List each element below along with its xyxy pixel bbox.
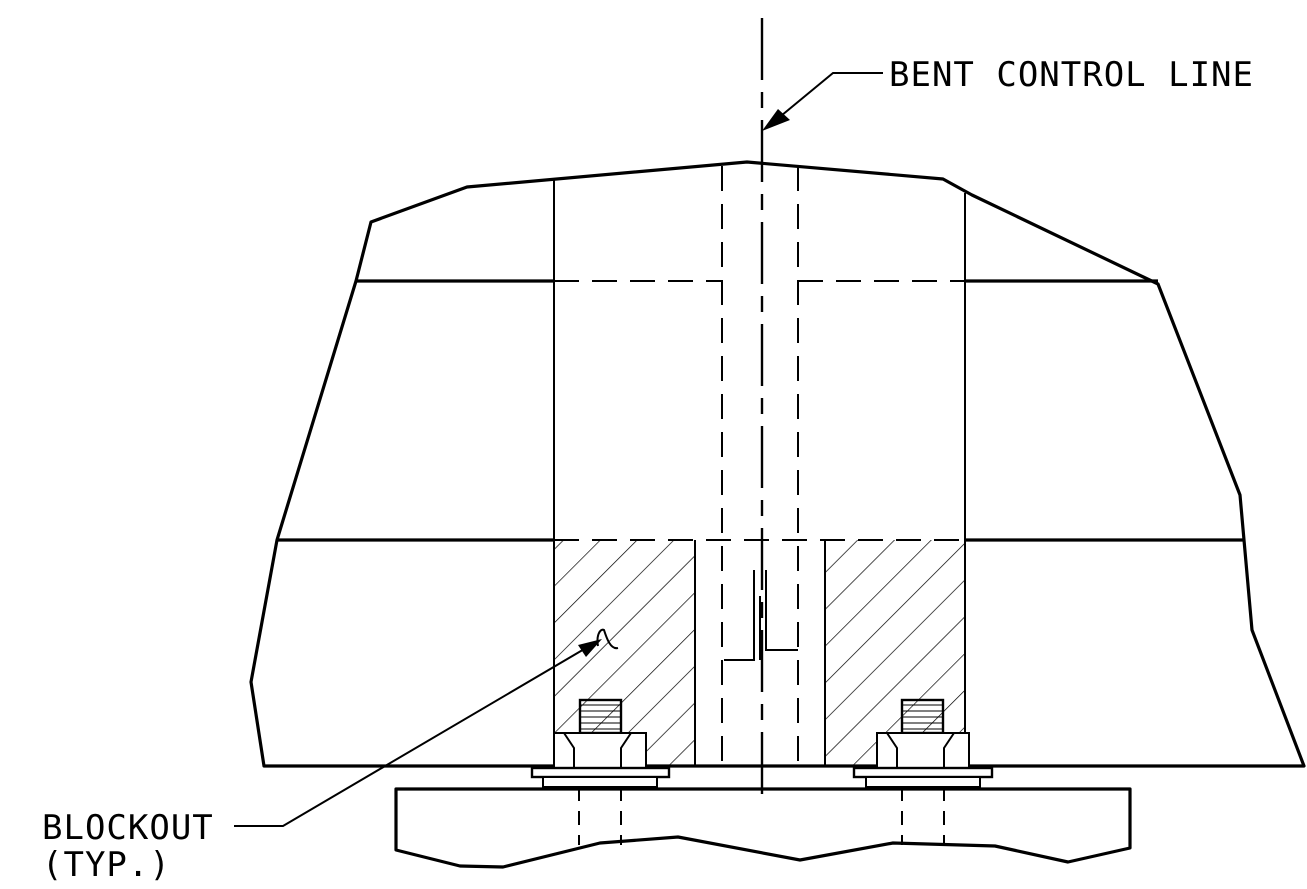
centerline-detail-2 <box>765 570 798 651</box>
bent-cap-outline <box>249 160 1306 768</box>
centerline-detail <box>724 570 755 661</box>
blockout-leader <box>234 628 619 827</box>
column-broken-section <box>394 787 1132 869</box>
bent-control-line-label: BENT CONTROL LINE <box>889 55 1254 95</box>
blockout-label: BLOCKOUT <box>42 808 214 848</box>
anchor-bolt-right <box>852 698 994 845</box>
bent-control-leader <box>762 72 883 131</box>
blockout-typ-label: (TYP.) <box>42 845 171 885</box>
anchor-bolt-left <box>530 698 671 845</box>
